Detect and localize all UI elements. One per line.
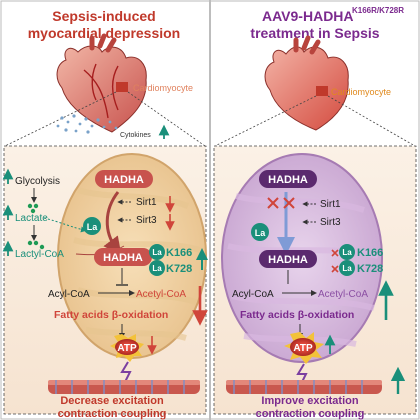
left-cardiomyocyte-label: Cardiomyocyte	[133, 83, 193, 93]
right-k-crosses	[331, 249, 339, 273]
left-atp-burst	[110, 334, 144, 362]
right-sirt1-label: Sirt1	[320, 199, 341, 210]
right-k728-label: K728	[357, 263, 383, 275]
glycolysis-label: Glycolysis	[15, 176, 60, 187]
left-title-line1: Sepsis-induced	[52, 8, 155, 24]
right-acetyl-coa-label: Acetyl-CoA	[318, 289, 368, 300]
left-panel: Sepsis-induced myocardial depression Car…	[2, 8, 208, 420]
right-cardiomyocyte-label: Cardiomyocyte	[331, 87, 391, 97]
left-sirt3-label: Sirt3	[136, 215, 157, 226]
cytokine-particles	[56, 114, 118, 134]
left-lactylation-arrow	[103, 191, 122, 256]
right-la-k166-badge-label: La	[342, 248, 352, 257]
left-zoom-line-left	[4, 91, 117, 147]
left-fatty-ox-label: Fatty acids β-oxidation	[54, 309, 168, 321]
left-bottom-line2: contraction coupling	[58, 408, 167, 420]
right-myofibril	[226, 380, 382, 394]
right-acyl-coa-label: Acyl-CoA	[232, 289, 274, 300]
lactate-to-la-arrow	[43, 217, 87, 233]
left-acetyl-coa-label: Acetyl-CoA	[136, 289, 186, 300]
right-atp-label: ATP	[293, 343, 313, 354]
right-bottom-line1: Improve excitation	[261, 395, 358, 407]
heart-icon	[56, 33, 147, 133]
left-la-badge	[83, 217, 101, 235]
right-sirt3-label: Sirt3	[320, 217, 341, 228]
heart-section-box	[116, 82, 128, 92]
lactate-dots	[27, 203, 39, 214]
right-k166-label: K166	[357, 247, 383, 259]
right-hadha-top-box	[259, 170, 317, 188]
right-la-k728-badge	[339, 260, 355, 276]
right-block-crosses	[267, 197, 295, 209]
left-hadha-top-label: HADHA	[104, 174, 144, 186]
left-k728-label: K728	[166, 263, 192, 275]
right-atp-burst	[284, 332, 324, 364]
left-la-badge-label: La	[87, 222, 98, 232]
right-title-superscript: K166R/K728R	[352, 6, 404, 15]
right-la-badge-label: La	[255, 228, 266, 238]
right-hadha-top-label: HADHA	[268, 174, 308, 186]
right-bottom-line2: contraction coupling	[256, 408, 365, 420]
left-bottom-line1: Decrease excitation	[60, 395, 164, 407]
right-fatty-ox-label: Fatty acids β-oxidation	[240, 309, 354, 321]
cytokines-label: Cytokines	[120, 132, 151, 139]
lactate-label: Lactate	[15, 213, 48, 224]
left-la-k166-badge	[149, 244, 165, 260]
lactyl-dots	[27, 240, 45, 250]
right-panel: AAV9-HADHA K166R/K728R treatment in Seps…	[213, 6, 417, 420]
left-la-k166-badge-label: La	[152, 248, 162, 257]
left-atp-label: ATP	[117, 343, 137, 354]
left-title-line2: myocardial depression	[28, 25, 181, 41]
left-la-k728-badge	[149, 260, 165, 276]
right-la-k728-badge-label: La	[342, 264, 352, 273]
left-acyl-coa-label: Acyl-CoA	[48, 289, 90, 300]
right-title-line1: AAV9-HADHA	[262, 8, 354, 24]
right-title-line2: treatment in Sepsis	[250, 25, 379, 41]
right-la-k166-badge	[339, 244, 355, 260]
left-hadha-bottom-label: HADHA	[103, 252, 143, 264]
left-myofibril	[48, 380, 200, 394]
right-hadha-bottom-box	[259, 250, 317, 268]
lactyl-coa-label: Lactyl-CoA	[15, 249, 64, 260]
left-lightning-icon	[120, 361, 132, 385]
left-hadha-top-box	[95, 170, 153, 188]
right-heart-icon	[264, 35, 349, 131]
right-zoom-line-right	[327, 95, 416, 147]
left-sirt1-label: Sirt1	[136, 197, 157, 208]
left-k166-label: K166	[166, 247, 192, 259]
left-la-k728-badge-label: La	[152, 264, 162, 273]
left-hadha-bottom-box	[94, 248, 152, 266]
right-la-badge	[251, 223, 269, 241]
right-hadha-bottom-label: HADHA	[268, 254, 308, 266]
right-zoom-line-left	[214, 95, 317, 147]
right-heart-section-box	[316, 86, 328, 96]
